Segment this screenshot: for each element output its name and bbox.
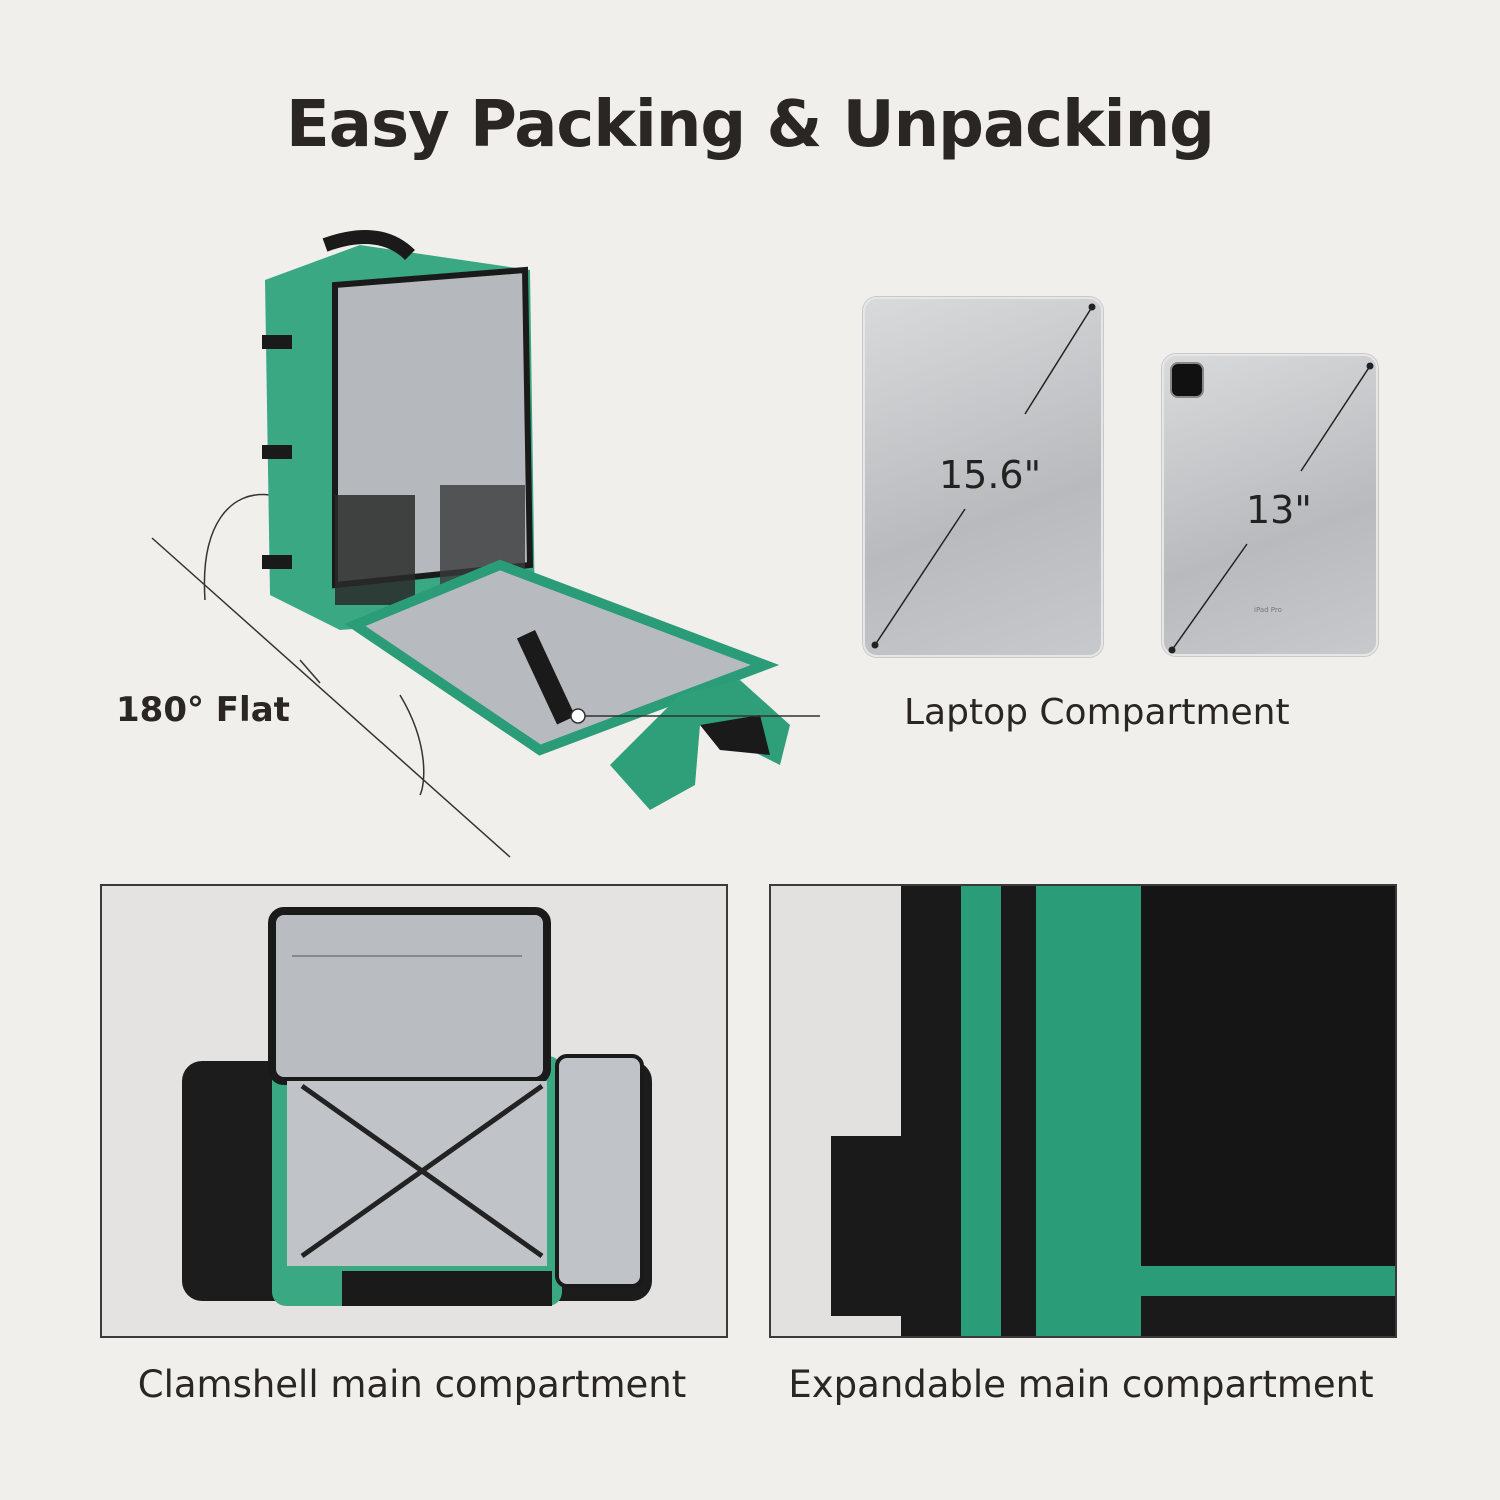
clamshell-photo <box>100 884 728 1338</box>
expandable-caption: Expandable main compartment <box>788 1363 1374 1406</box>
tablet-illustration: 13" iPad Pro <box>1162 354 1378 656</box>
camera-icon <box>1170 362 1204 398</box>
tablet-model: iPad Pro <box>1254 606 1282 614</box>
laptop-illustration: 15.6" <box>863 297 1103 657</box>
page-title: Easy Packing & Unpacking <box>286 88 1215 162</box>
laptop-compartment-label: Laptop Compartment <box>904 692 1290 733</box>
expandable-photo <box>769 884 1397 1338</box>
flat-guide-line <box>151 537 511 858</box>
flat-callout-label: 180° Flat <box>116 690 290 730</box>
tablet-size: 13" <box>1246 488 1312 532</box>
open-backpack-image <box>151 230 820 858</box>
diagonal-measure-icon <box>1168 362 1374 654</box>
diagonal-measure-icon <box>871 303 1096 649</box>
laptop-size: 15.6" <box>939 453 1042 497</box>
clamshell-caption: Clamshell main compartment <box>137 1363 687 1406</box>
